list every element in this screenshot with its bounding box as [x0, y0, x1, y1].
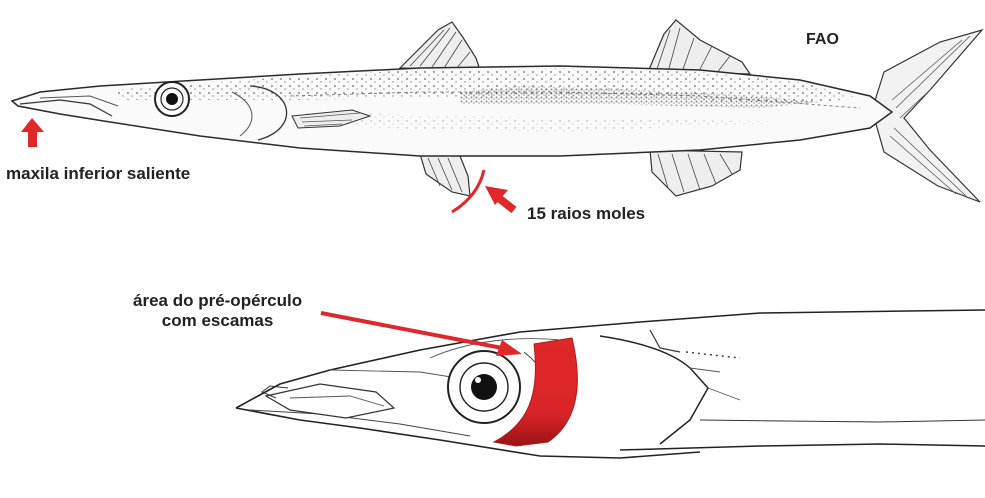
operculum	[600, 336, 708, 444]
pelvic-fin	[420, 154, 470, 196]
eye-pupil	[166, 93, 178, 105]
preopercle-label: área do pré-opérculo com escamas	[133, 291, 302, 331]
first-dorsal-fin	[400, 22, 480, 70]
head-closeup	[236, 310, 985, 458]
second-dorsal-fin	[648, 20, 750, 74]
caudal-fin	[872, 30, 982, 202]
soft-rays-arrow	[485, 186, 514, 210]
preopercle-label-line2: com escamas	[133, 311, 302, 331]
soft-rays-label: 15 raios moles	[527, 204, 645, 224]
source-credit: FAO	[806, 30, 839, 50]
lower-jaw-arrow	[21, 118, 44, 147]
lower-jaw-label: maxila inferior saliente	[6, 164, 190, 184]
closeup-eye-pupil	[471, 374, 497, 400]
preopercle-label-line1: área do pré-opérculo	[133, 291, 302, 311]
maxilla	[266, 384, 394, 418]
